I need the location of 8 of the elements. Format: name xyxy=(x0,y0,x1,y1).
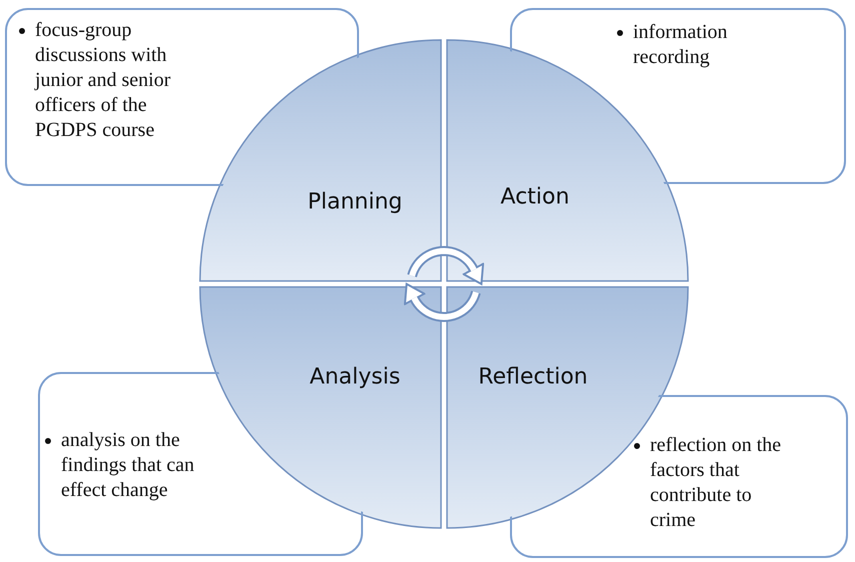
bullet-note: focus-group discussions with junior and senior officers of the PGDPS course xyxy=(35,19,171,141)
bullet-note: analysis on the findings that can effect change xyxy=(61,429,194,501)
stage-label: Analysis xyxy=(310,364,400,390)
stage-label: Reflection xyxy=(478,364,588,390)
bullet-note: information recording xyxy=(633,21,728,68)
bullet-note: reflection on the factors that contribute to crime xyxy=(650,434,782,531)
stage-label: Action xyxy=(500,184,570,210)
stage-label: Planning xyxy=(308,190,402,214)
